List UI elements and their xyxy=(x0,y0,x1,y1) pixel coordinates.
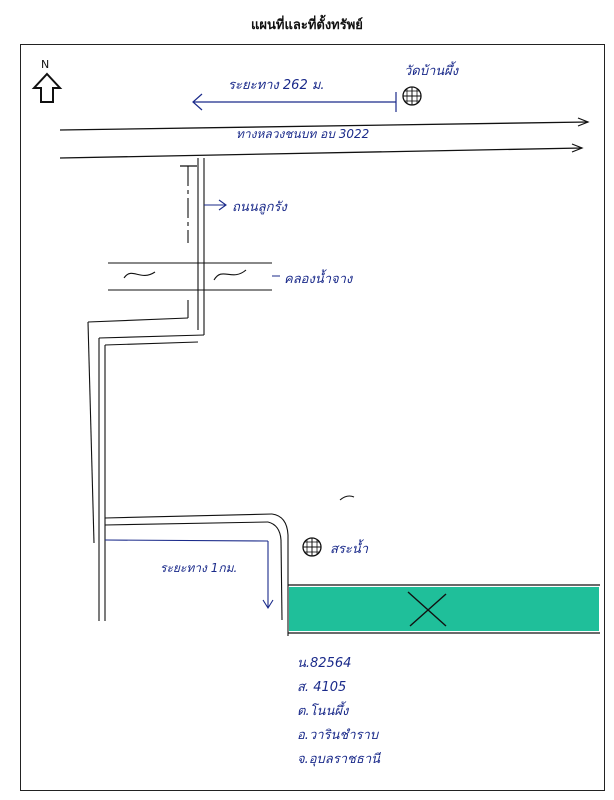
canal-label: คลองน้ำจาง xyxy=(284,272,353,287)
highway-road xyxy=(59,117,590,159)
subdistrict: ต.โนนผึ้ง xyxy=(297,704,349,719)
property-plot xyxy=(288,584,600,634)
district: อ.วารินชำราบ xyxy=(297,728,379,743)
north-label: N xyxy=(41,58,49,71)
deed-number: น.82564 xyxy=(297,656,352,671)
temple-label: วัดบ้านผึ้ง xyxy=(404,64,459,79)
survey-page: ส. 4105 xyxy=(297,680,347,695)
side-road-label: ถนนลูกรัง xyxy=(232,200,287,215)
distance-arrow-top xyxy=(192,92,397,112)
pond-icon xyxy=(302,537,322,557)
highway-label: ทางหลวงชนบท อบ 3022 xyxy=(236,127,370,141)
temple-icon xyxy=(402,86,422,106)
distance-top-label: ระยะทาง 262 ม. xyxy=(228,78,325,93)
north-arrow-icon xyxy=(31,72,63,103)
map-title: แผนที่และที่ตั้งทรัพย์ xyxy=(251,18,363,33)
side-road xyxy=(87,158,227,621)
property-cross-mark xyxy=(407,591,447,627)
province: จ.อุบลราชธานี xyxy=(297,752,381,767)
distance-bottom-label: ระยะทาง 1กม. xyxy=(160,561,238,575)
canal xyxy=(108,262,280,291)
pond-mark xyxy=(339,495,355,501)
map-frame xyxy=(20,44,605,791)
pond-label: สระน้ำ xyxy=(330,542,369,557)
